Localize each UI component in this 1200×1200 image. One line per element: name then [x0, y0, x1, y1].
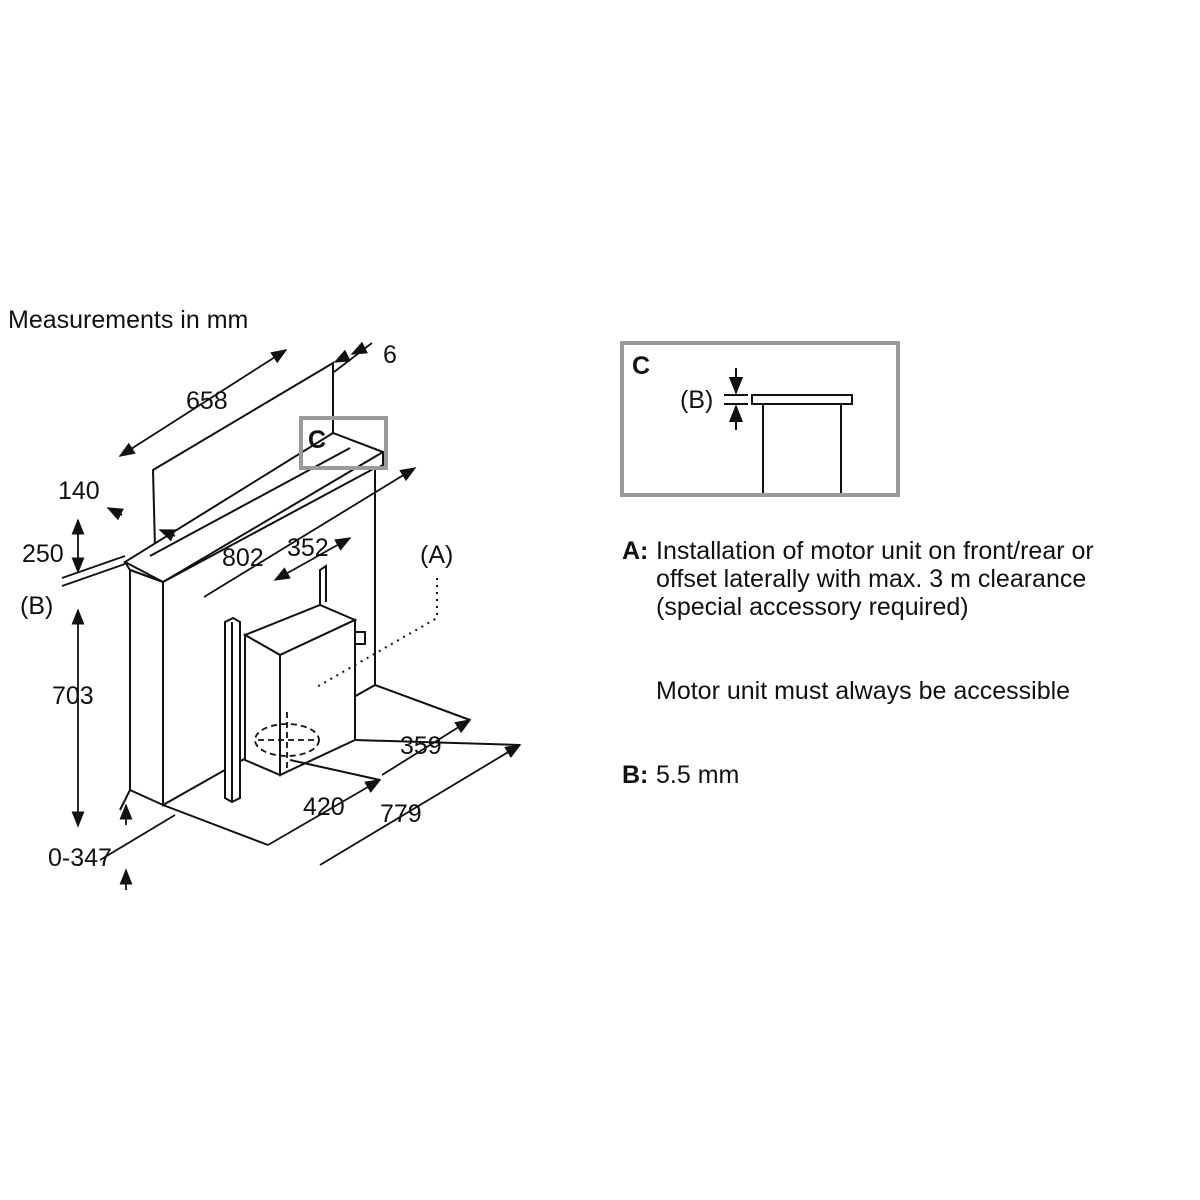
dim-359: 359: [400, 732, 442, 760]
b-marker-label: (B): [20, 592, 53, 620]
note-b-text: 5.5 mm: [656, 761, 740, 789]
dim-703: 703: [52, 682, 94, 710]
detail-box-label: C: [632, 352, 650, 380]
c-marker-label: C: [308, 426, 326, 454]
a-leader-line: [314, 578, 438, 689]
dim-250: 250: [22, 540, 64, 568]
duct-outline: [254, 712, 320, 768]
dim-658: 658: [186, 387, 228, 415]
dim-779: 779: [380, 800, 422, 828]
dim-0-347: 0-347: [48, 844, 112, 872]
dim-6: 6: [383, 341, 397, 369]
dim-140: 140: [58, 477, 100, 505]
a-marker-label: (A): [420, 541, 453, 569]
c-highlight-box: [299, 416, 388, 470]
note-motor-text: Motor unit must always be accessible: [656, 677, 1071, 705]
note-a-key: A:: [622, 537, 649, 565]
detail-box-c: C (B): [620, 341, 900, 497]
note-a: A:Installation of motor unit on front/re…: [622, 537, 1094, 621]
dim-802: 802: [222, 544, 264, 572]
measurements-title: Measurements in mm: [8, 306, 249, 334]
dim-352: 352: [287, 534, 329, 562]
note-a-line1: Installation of motor unit on front/rear…: [656, 537, 1094, 565]
detail-b-label: (B): [680, 386, 713, 414]
note-a-line2: offset laterally with max. 3 m clearance: [656, 565, 1087, 593]
note-motor: Motor unit must always be accessible: [622, 677, 1070, 705]
dim-420: 420: [303, 793, 345, 821]
note-b-key: B:: [622, 761, 649, 789]
dimension-lines: [61, 341, 522, 890]
note-b: B:5.5 mm: [622, 761, 739, 789]
note-a-line3: (special accessory required): [656, 593, 969, 621]
